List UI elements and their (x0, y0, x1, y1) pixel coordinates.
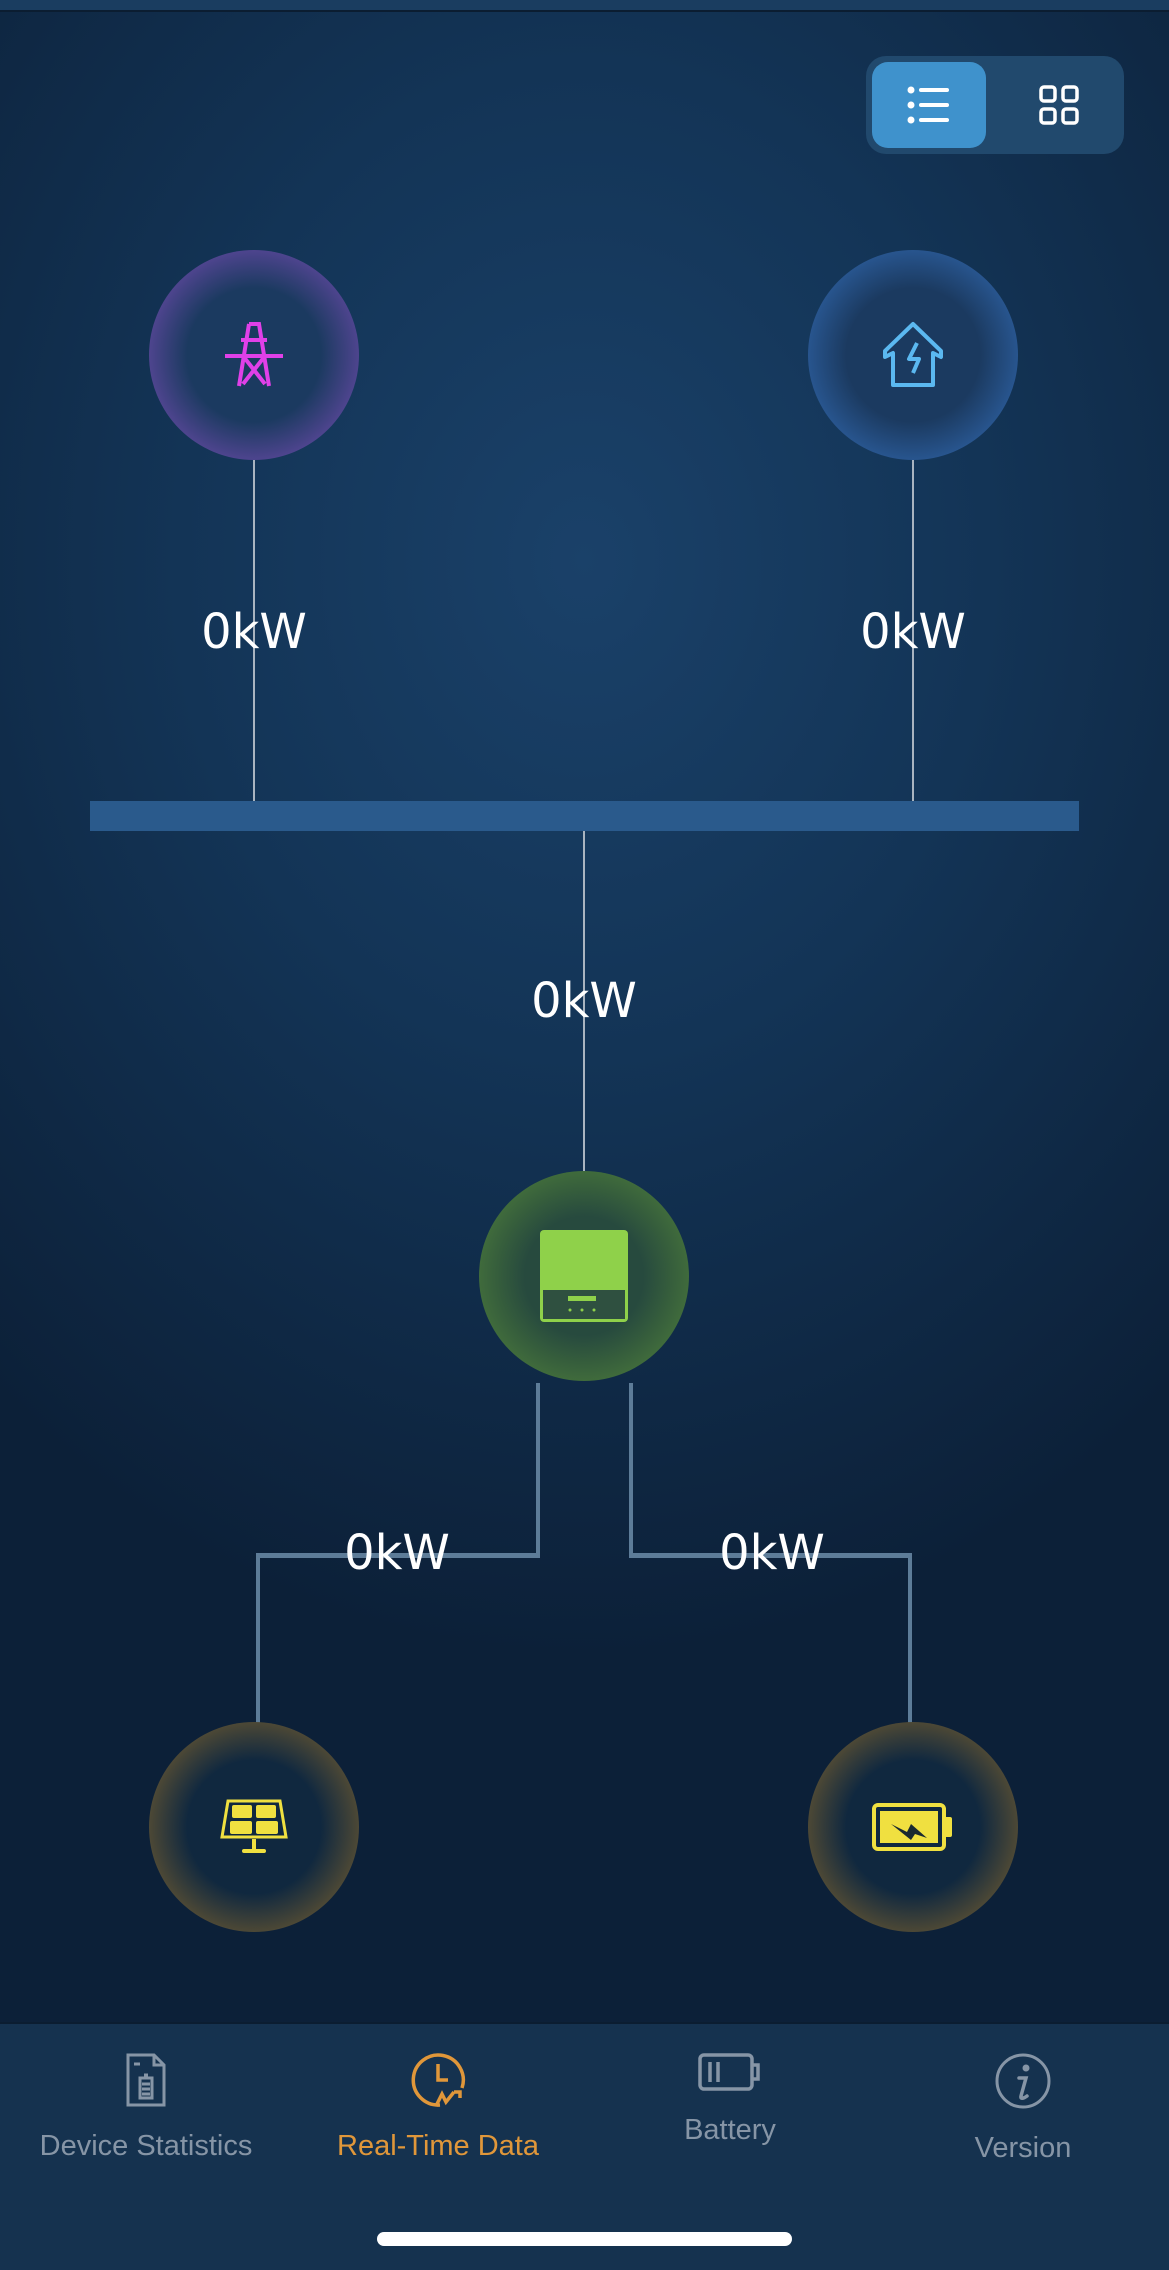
home-lightning-icon (883, 322, 943, 387)
battery-wire (908, 1553, 912, 1723)
list-view-button[interactable] (872, 62, 986, 148)
grid-power-label: 0kW (201, 604, 307, 660)
tab-device-statistics[interactable]: Device Statistics (0, 2052, 292, 2163)
list-icon (907, 86, 949, 124)
pv-power-label: 0kW (344, 1525, 450, 1581)
inverter-line (583, 831, 585, 1171)
tab-real-time-data[interactable]: Real-Time Data (292, 2052, 584, 2163)
tab-version[interactable]: Version (877, 2052, 1169, 2165)
power-bus (90, 801, 1079, 831)
inverter-node[interactable] (479, 1171, 689, 1381)
grid-view-button[interactable] (1002, 62, 1116, 148)
pv-wire (256, 1553, 260, 1723)
energy-flow-screen: 0kW 0kW 0kW 0kW 0kW (0, 0, 1169, 2022)
solar-panel-icon (220, 1799, 288, 1853)
view-toggle (866, 56, 1124, 154)
document-icon (126, 2053, 166, 2107)
inverter-icon (540, 1230, 628, 1322)
grid-icon (1039, 85, 1079, 125)
battery-node[interactable] (808, 1722, 1018, 1932)
home-indicator[interactable] (377, 2232, 792, 2246)
info-icon (995, 2053, 1051, 2109)
tab-label: Device Statistics (39, 2130, 253, 2162)
pv-wire (536, 1383, 540, 1557)
battery-wire (629, 1383, 633, 1557)
tab-label: Real-Time Data (337, 2130, 539, 2162)
pv-wire (256, 1553, 540, 1558)
bottom-tab-bar: Device Statistics Real-Time Data Battery… (0, 2022, 1169, 2270)
home-power-label: 0kW (860, 604, 966, 660)
grid-line (253, 460, 255, 801)
grid-node[interactable] (149, 250, 359, 460)
clock-chart-icon (411, 2053, 466, 2107)
tab-battery[interactable]: Battery (584, 2052, 876, 2147)
pv-node[interactable] (149, 1722, 359, 1932)
header-divider (0, 0, 1169, 12)
inverter-power-label: 0kW (531, 973, 637, 1029)
battery-icon (698, 2053, 760, 2091)
battery-charging-icon (872, 1803, 952, 1851)
home-node[interactable] (808, 250, 1018, 460)
home-line (912, 460, 914, 801)
tab-label: Battery (684, 2114, 776, 2146)
power-tower-icon (225, 322, 283, 387)
battery-power-label: 0kW (719, 1525, 825, 1581)
tab-label: Version (974, 2132, 1072, 2164)
battery-wire (629, 1553, 912, 1558)
